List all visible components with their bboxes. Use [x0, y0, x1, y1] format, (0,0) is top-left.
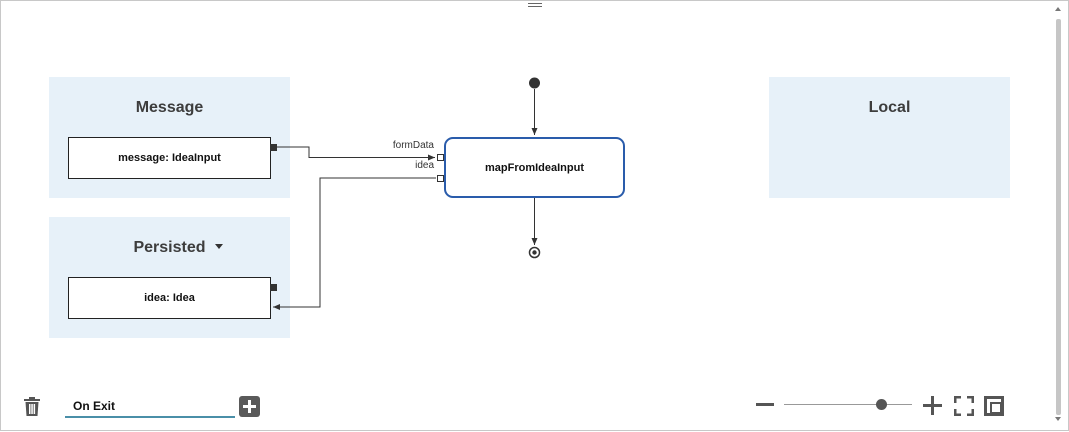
- persisted-output-port[interactable]: [270, 284, 277, 291]
- trash-icon[interactable]: [23, 397, 41, 417]
- task-node[interactable]: mapFromIdeaInput: [444, 137, 625, 198]
- idea-edge: [273, 177, 436, 310]
- zoom-in-icon[interactable]: [923, 396, 942, 415]
- event-input[interactable]: On Exit: [65, 396, 235, 418]
- local-panel-title: Local: [868, 99, 911, 116]
- scroll-down-icon[interactable]: [1055, 417, 1061, 421]
- zoom-slider[interactable]: [784, 404, 912, 405]
- persisted-dropdown-icon[interactable]: [215, 244, 223, 249]
- message-output-port[interactable]: [270, 144, 277, 151]
- idea-input-port[interactable]: [437, 175, 444, 182]
- persisted-panel-title: Persisted: [133, 239, 206, 256]
- message-variable[interactable]: message: IdeaInput: [68, 137, 271, 179]
- zoom-out-icon[interactable]: [756, 403, 774, 406]
- resize-handle-icon[interactable]: [528, 1, 542, 7]
- start-node: [529, 77, 540, 89]
- message-panel-title: Message: [135, 99, 204, 116]
- add-button[interactable]: [239, 396, 260, 417]
- local-panel: Local: [769, 77, 1010, 198]
- persisted-variable[interactable]: idea: Idea: [68, 277, 271, 319]
- scroll-up-icon[interactable]: [1055, 7, 1061, 11]
- input-label-idea: idea: [415, 160, 434, 171]
- fit-to-screen-icon[interactable]: [984, 396, 1004, 416]
- formdata-edge: [277, 146, 435, 161]
- fullscreen-icon[interactable]: [954, 396, 974, 416]
- formdata-input-port[interactable]: [437, 154, 444, 161]
- vertical-scrollbar[interactable]: [1053, 7, 1063, 423]
- zoom-slider-handle[interactable]: [875, 399, 887, 410]
- scrollbar-thumb[interactable]: [1056, 19, 1061, 415]
- input-label-formdata: formData: [392, 140, 434, 151]
